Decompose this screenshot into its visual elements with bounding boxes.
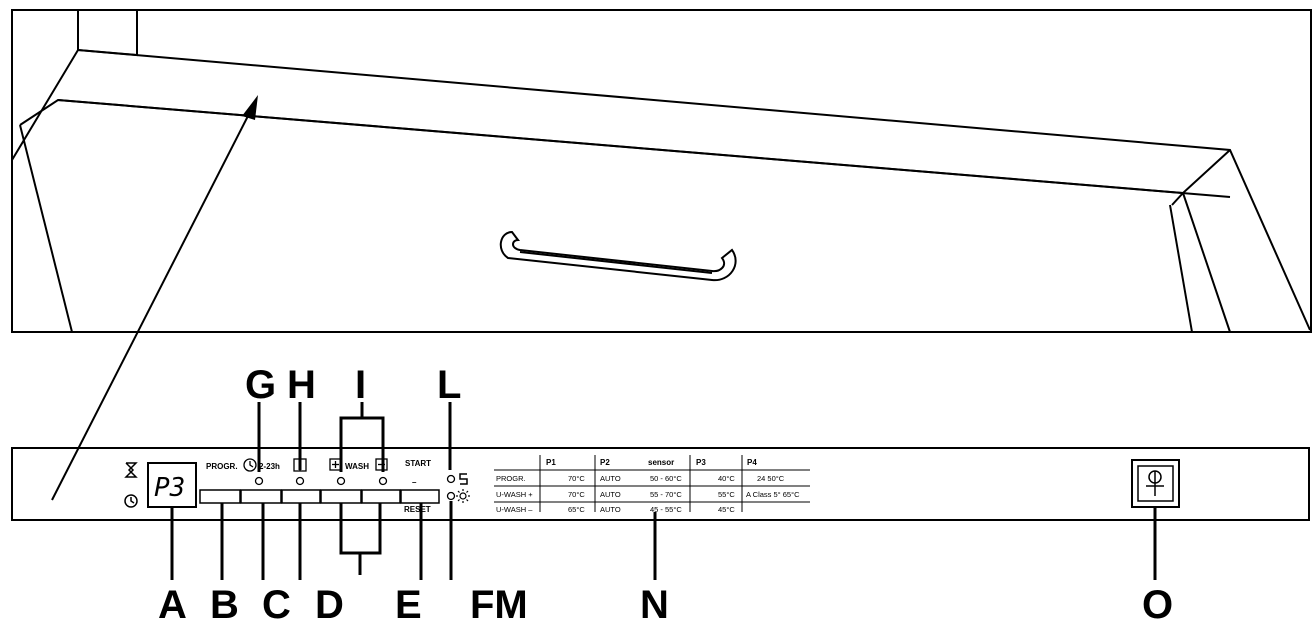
callout-e: E [395, 583, 422, 623]
upper-post [77, 10, 138, 57]
door-left-edge [19, 124, 73, 333]
wash-plus-button[interactable] [320, 489, 362, 504]
callout-o: O [1142, 583, 1173, 623]
top-view-frame [11, 9, 1312, 333]
callout-fm: FM [470, 583, 528, 623]
rinse-aid-icon [456, 489, 470, 503]
door-handle-inner [519, 251, 713, 274]
table-header: P2 [600, 458, 610, 467]
program-button[interactable] [199, 489, 241, 504]
delay-label: 2-23h [259, 462, 280, 471]
start-dash: – [412, 478, 417, 487]
led-l [446, 474, 456, 484]
table-cell: 55 - 70°C [650, 490, 682, 499]
table-row-label: U-WASH – [496, 505, 533, 514]
leader-d [339, 503, 382, 555]
half-load-button[interactable] [281, 489, 321, 504]
callout-g: G [245, 363, 276, 407]
door-edge-line [57, 99, 1231, 198]
table-header: P1 [546, 458, 556, 467]
power-switch-inner [1137, 465, 1174, 502]
callout-a: A [158, 583, 187, 623]
delay-button[interactable] [240, 489, 282, 504]
location-arrow [51, 95, 258, 501]
callout-i: I [355, 363, 366, 407]
hourglass-icon [124, 462, 138, 478]
callout-n: N [640, 583, 669, 623]
callout-d: D [315, 583, 344, 623]
display-value: P3 [154, 473, 185, 503]
led-i-minus [378, 476, 388, 486]
start-label: START [405, 459, 431, 468]
door-right-edge-inner [1169, 204, 1193, 333]
table-header: sensor [648, 458, 674, 467]
delay-clock-icon [243, 458, 257, 472]
start-reset-button[interactable] [400, 489, 440, 504]
led-i-plus [336, 476, 346, 486]
power-switch-icon[interactable] [1131, 459, 1180, 508]
button-row [199, 489, 440, 504]
table-cell: AUTO [600, 474, 621, 483]
led-m [446, 491, 456, 501]
callout-leaders [170, 402, 1157, 580]
plus-icon [329, 458, 342, 471]
callout-l: L [437, 363, 461, 407]
table-cell: 24 50°C [757, 474, 785, 483]
callout-c: C [262, 583, 291, 623]
table-cell: 50 - 60°C [650, 474, 682, 483]
wash-label: WASH [345, 462, 369, 471]
program-table: P1 P2 sensor P3 P4 PROGR. 70°C AUTO 50 -… [494, 455, 810, 514]
table-cell: 45°C [718, 505, 735, 514]
table-cell: 55°C [718, 490, 735, 499]
control-panel-strip [11, 447, 1310, 521]
table-row-label: PROGR. [496, 474, 526, 483]
door-handle [499, 230, 737, 282]
table-cell: 70°C [568, 474, 585, 483]
callout-b: B [210, 583, 239, 623]
table-cell: AUTO [600, 505, 621, 514]
clock-icon [124, 494, 138, 508]
table-header: P4 [747, 458, 757, 467]
table-cell: 40°C [718, 474, 735, 483]
table-header: P3 [696, 458, 706, 467]
table-row-label: U-WASH + [496, 490, 533, 499]
salt-icon [459, 473, 468, 485]
door-top-back-edge [11, 48, 1311, 331]
dishwasher-door-illustration [11, 9, 1312, 333]
callout-h: H [287, 363, 316, 407]
door-corner [1171, 192, 1184, 206]
led-g [254, 476, 264, 486]
table-cell: 65°C [568, 505, 585, 514]
reset-label: RESET [404, 505, 431, 514]
table-cell: 45 - 55°C [650, 505, 682, 514]
indicator-leds [254, 474, 456, 501]
door-right-edge-outer [1182, 192, 1231, 333]
table-cell: 70°C [568, 490, 585, 499]
progr-label: PROGR. [206, 462, 238, 471]
wash-minus-button[interactable] [361, 489, 401, 504]
table-cell: AUTO [600, 490, 621, 499]
table-cell: A Class 5° 65°C [746, 490, 800, 499]
led-h [295, 476, 305, 486]
